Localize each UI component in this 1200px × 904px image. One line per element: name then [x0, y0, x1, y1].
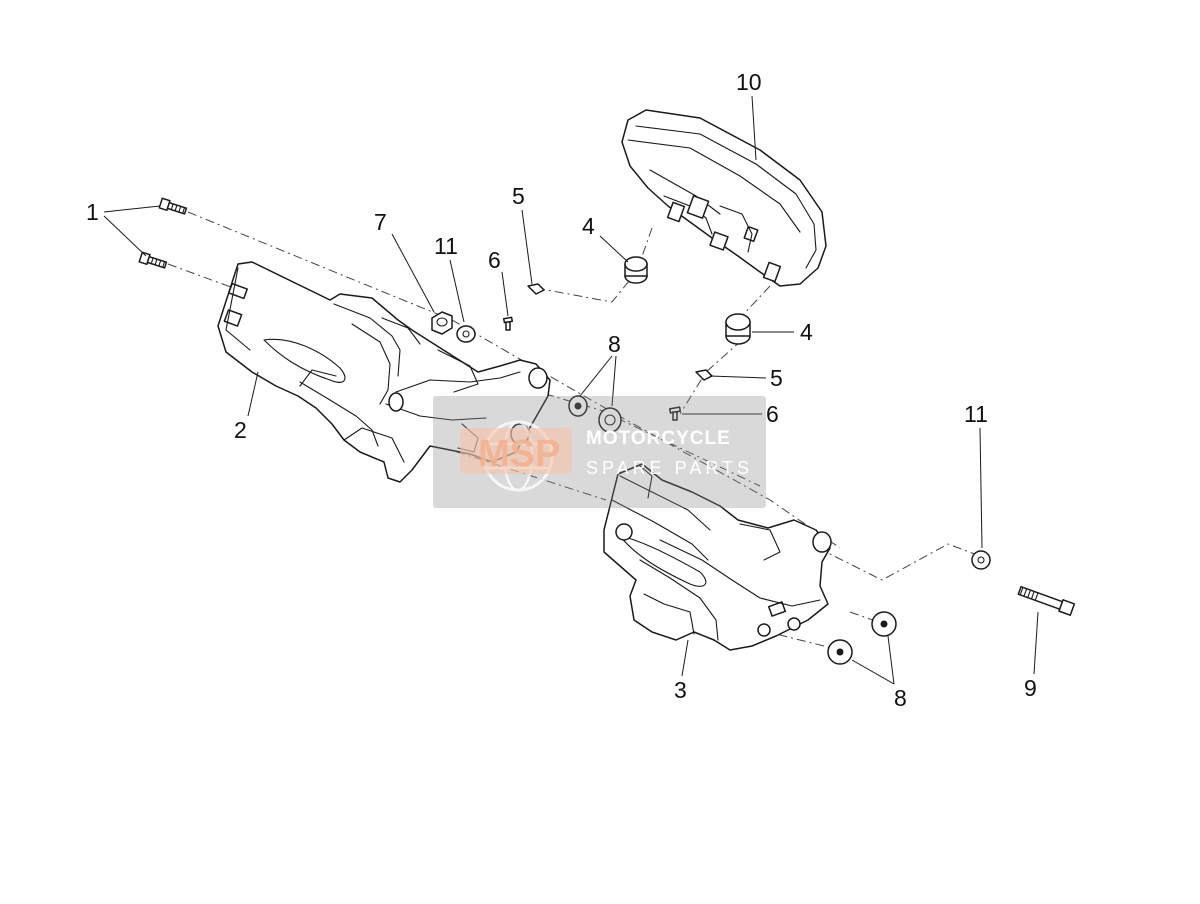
- leader-lines: [103, 95, 1039, 685]
- bushing-part-8-c: [871, 611, 897, 637]
- bolt-part-9: [1017, 585, 1076, 616]
- washer-part-11-right: [971, 550, 991, 570]
- callout-5-lower: 5: [770, 365, 783, 391]
- small-screw-part-6-lower: [668, 406, 682, 421]
- callout-2: 2: [234, 417, 247, 443]
- callout-4-upper: 4: [582, 213, 595, 239]
- small-screw-part-6-upper: [502, 316, 514, 331]
- instrument-cluster: [621, 109, 827, 287]
- callout-9: 9: [1024, 675, 1037, 701]
- grommet-part-4-upper: [624, 256, 648, 284]
- watermark-logo-badge: [460, 428, 572, 474]
- callout-1: 1: [86, 199, 99, 225]
- watermark-logo-text: MSP: [478, 433, 560, 475]
- watermark: MSP MOTORCYCLE SPARE PARTS: [433, 396, 766, 508]
- callout-8-lower: 8: [894, 685, 907, 711]
- clip-part-5-lower: [695, 369, 713, 381]
- callout-11-right: 11: [964, 401, 988, 427]
- callout-labels: 1 2 3 4 4 5 5 6 6 7 8 8 9 10 11 11: [86, 69, 1037, 711]
- nut-part-7: [431, 311, 453, 335]
- callout-3: 3: [674, 677, 687, 703]
- callout-10: 10: [736, 69, 762, 95]
- callout-4-lower: 4: [800, 319, 813, 345]
- callout-11-left: 11: [434, 233, 458, 259]
- screws-part-1: [138, 197, 188, 269]
- washer-part-11-left: [456, 325, 476, 343]
- callout-6-upper: 6: [488, 247, 501, 273]
- callout-7: 7: [374, 209, 387, 235]
- callout-5-upper: 5: [512, 183, 525, 209]
- watermark-line-1: MOTORCYCLE: [586, 428, 731, 449]
- watermark-line-2: SPARE PARTS: [586, 458, 753, 478]
- grommet-part-4-lower: [725, 313, 751, 345]
- callout-8-upper: 8: [608, 331, 621, 357]
- clip-part-5-upper: [527, 283, 545, 295]
- bushing-part-8-a: [568, 395, 588, 417]
- bushing-part-8-d: [827, 639, 853, 665]
- bushing-part-8-b: [598, 407, 622, 433]
- callout-6-lower: 6: [766, 401, 779, 427]
- watermark-box: [433, 396, 766, 508]
- right-mounting-bracket: [603, 463, 832, 651]
